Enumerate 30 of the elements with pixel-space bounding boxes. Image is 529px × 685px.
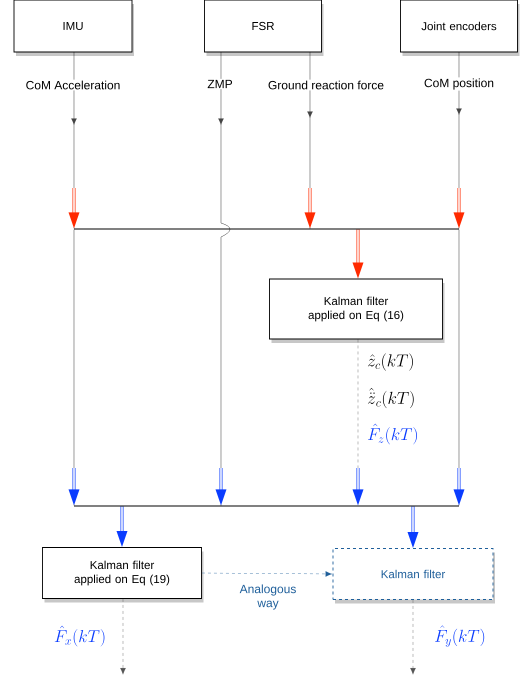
edge-label: CoM Acceleration: [24, 80, 122, 90]
edge-label: ZMP: [206, 78, 234, 90]
arrow: [304, 52, 316, 229]
arrow: [408, 506, 418, 548]
filter-box: Kalman filter applied on Eq (19): [42, 547, 204, 602]
sensor-box: FSR: [204, 0, 324, 56]
sensor-box: Joint encoders: [400, 0, 520, 56]
filter-box: Kalman filter applied on Eq (16): [269, 278, 444, 343]
arrow: [454, 52, 464, 229]
sensor-box: IMU: [14, 0, 134, 56]
formula-label: $\hat{F}_z(kT)$: [368, 424, 417, 444]
formula-label: $\hat{z}_c(kT)$: [368, 353, 413, 371]
arrow: [68, 52, 80, 229]
arrow: [454, 229, 464, 506]
formula-label: $\hat{F}_y(kT)$: [435, 625, 484, 647]
filter-box: Kalman filter: [332, 548, 495, 604]
arrow: [352, 339, 364, 506]
edge-label: Analogous way: [236, 583, 300, 611]
arrow: [216, 52, 230, 506]
arrow: [68, 229, 80, 506]
edge-label: CoM position: [422, 77, 495, 91]
formula-label: $\hat{F}_x(kT)$: [54, 626, 104, 646]
edge-label: Ground reaction force: [266, 80, 386, 90]
bus-line: [74, 228, 459, 230]
arrow: [120, 598, 126, 674]
arrow: [202, 571, 332, 577]
formula-label: $\hat{\ddot{z}}_c(kT)$: [368, 388, 414, 408]
arrow: [410, 600, 416, 674]
arrow: [352, 230, 364, 279]
arrow: [116, 506, 128, 548]
